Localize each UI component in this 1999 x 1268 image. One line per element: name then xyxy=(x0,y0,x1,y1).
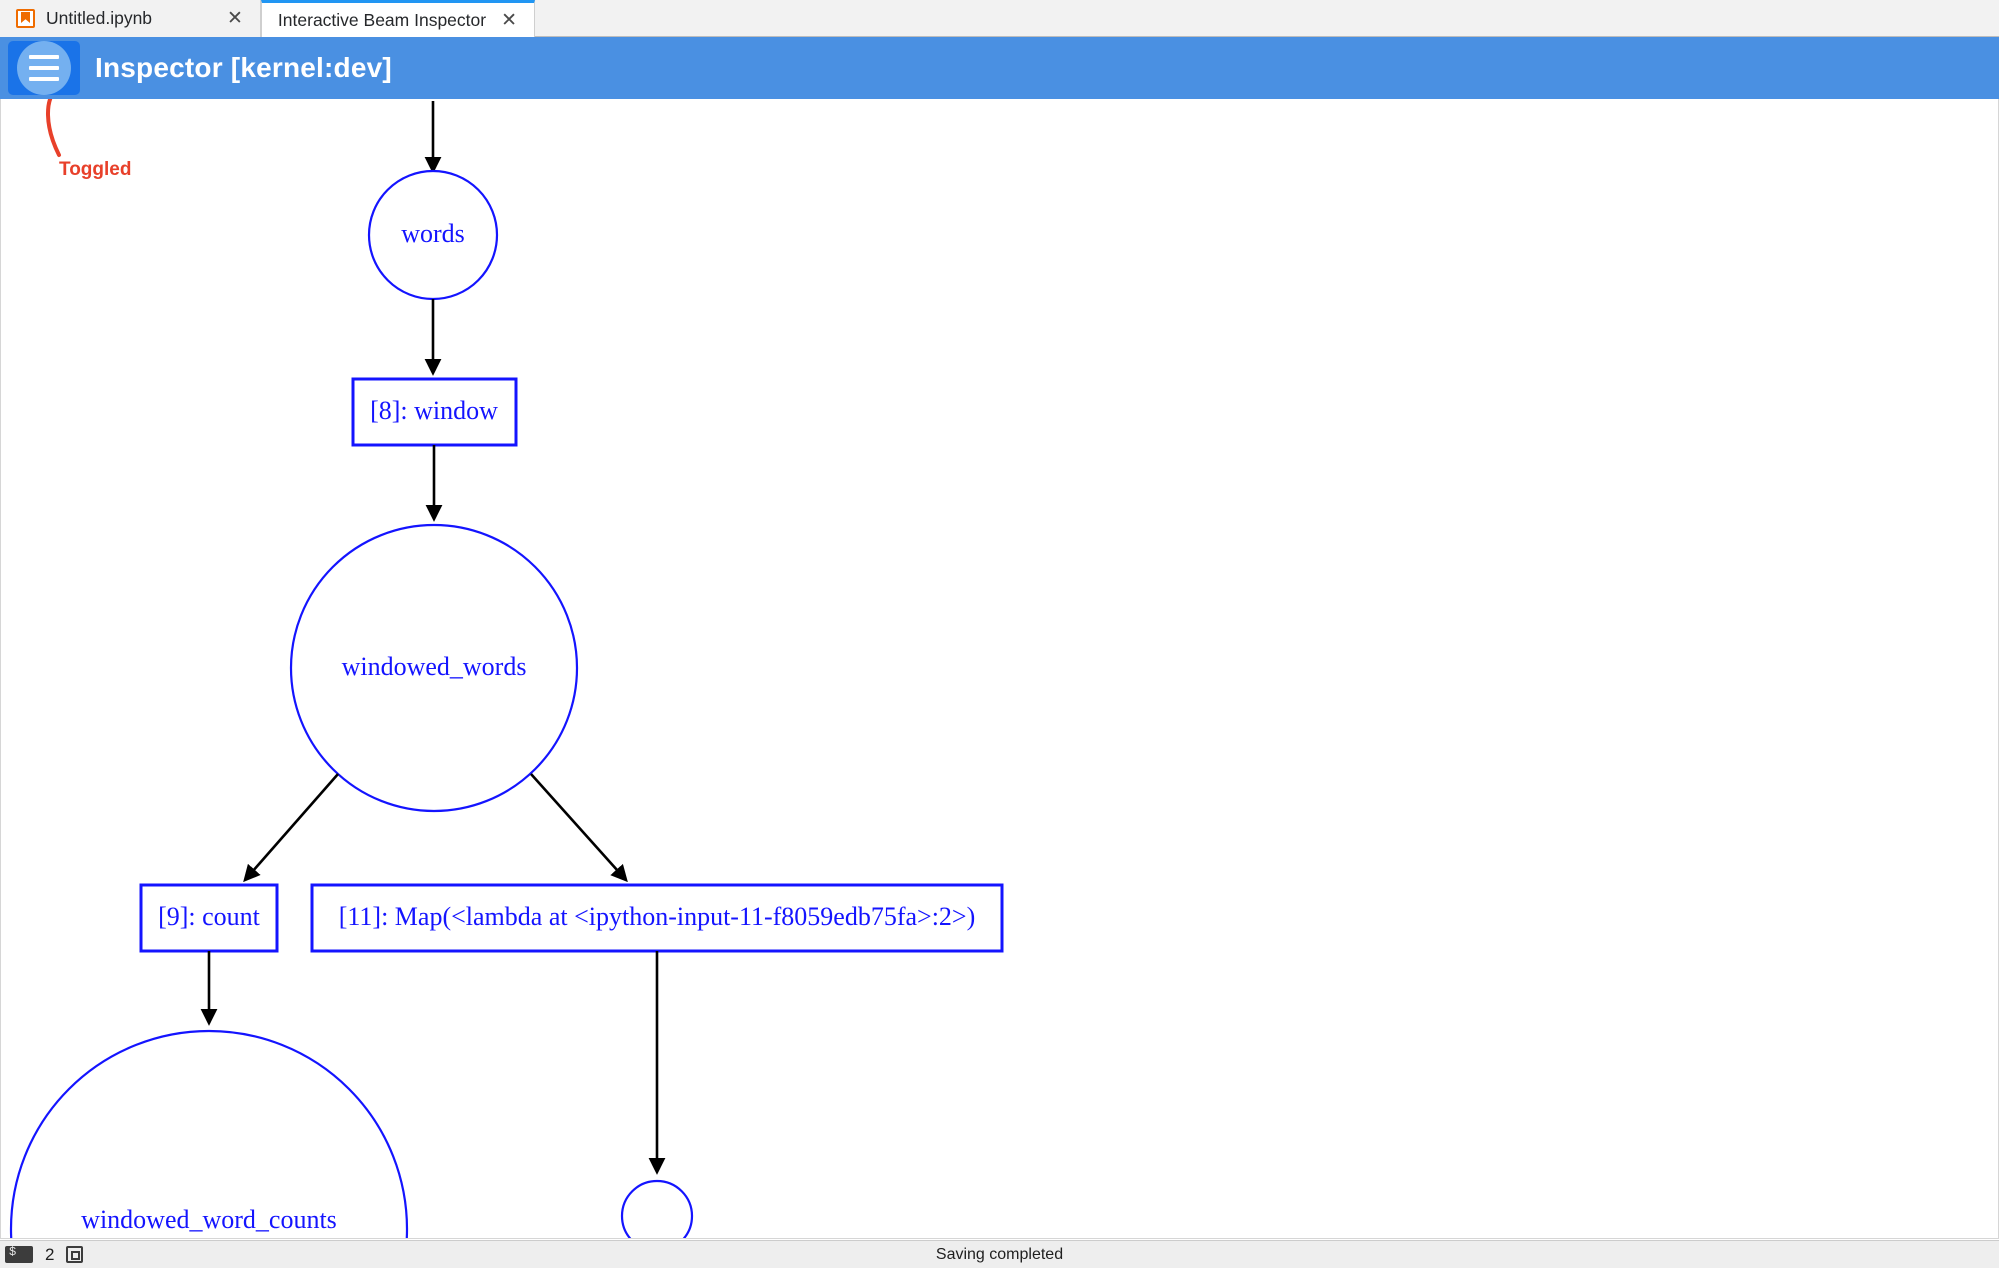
pipeline-graph: words [8]: window windowed_words [9]: co… xyxy=(9,101,1004,1238)
tab-label: Interactive Beam Inspector xyxy=(277,9,487,30)
node-label: [8]: window xyxy=(370,396,498,425)
edge-windowedwords-count xyxy=(243,773,339,883)
kernel-chip-icon[interactable] xyxy=(66,1246,84,1263)
node-window[interactable]: [8]: window xyxy=(351,377,518,447)
node-label: windowed_words xyxy=(342,652,527,681)
tab-bar: Untitled.ipynb ✕ Interactive Beam Inspec… xyxy=(0,0,1999,37)
notebook-icon xyxy=(16,9,35,28)
node-map[interactable]: [11]: Map(<lambda at <ipython-input-11-f… xyxy=(310,883,1004,953)
terminal-icon[interactable] xyxy=(5,1245,33,1263)
kernel-count: 2 xyxy=(45,1244,55,1264)
edge-windowedwords-map xyxy=(530,773,628,883)
status-left-group: 2 xyxy=(0,1244,84,1265)
close-icon[interactable]: ✕ xyxy=(501,9,517,31)
status-message: Saving completed xyxy=(935,1245,1064,1263)
tab-untitled-ipynb[interactable]: Untitled.ipynb ✕ xyxy=(0,0,261,37)
page-title: Inspector [kernel:dev] xyxy=(95,52,392,83)
tab-label: Untitled.ipynb xyxy=(46,8,153,28)
node-label: [11]: Map(<lambda at <ipython-input-11-f… xyxy=(339,902,976,931)
hamburger-menu-icon xyxy=(17,41,71,95)
node-count[interactable]: [9]: count xyxy=(139,883,279,953)
node-words[interactable]: words xyxy=(367,169,499,301)
node-label: [9]: count xyxy=(158,902,261,931)
node-label: words xyxy=(401,219,465,248)
hamburger-menu-button[interactable] xyxy=(8,41,80,95)
node-unnamed[interactable] xyxy=(620,1179,694,1238)
inspector-header: Inspector [kernel:dev] xyxy=(0,37,1999,99)
status-bar: 2 Saving completed xyxy=(0,1240,1999,1268)
node-windowed-words[interactable]: windowed_words xyxy=(289,523,579,813)
tab-interactive-beam-inspector[interactable]: Interactive Beam Inspector ✕ xyxy=(260,0,535,37)
graph-panel[interactable]: words [8]: window windowed_words [9]: co… xyxy=(0,99,1999,1239)
node-label: windowed_word_counts xyxy=(81,1205,337,1234)
close-icon[interactable]: ✕ xyxy=(227,8,243,29)
node-windowed-word-counts[interactable]: windowed_word_counts xyxy=(9,1029,409,1238)
